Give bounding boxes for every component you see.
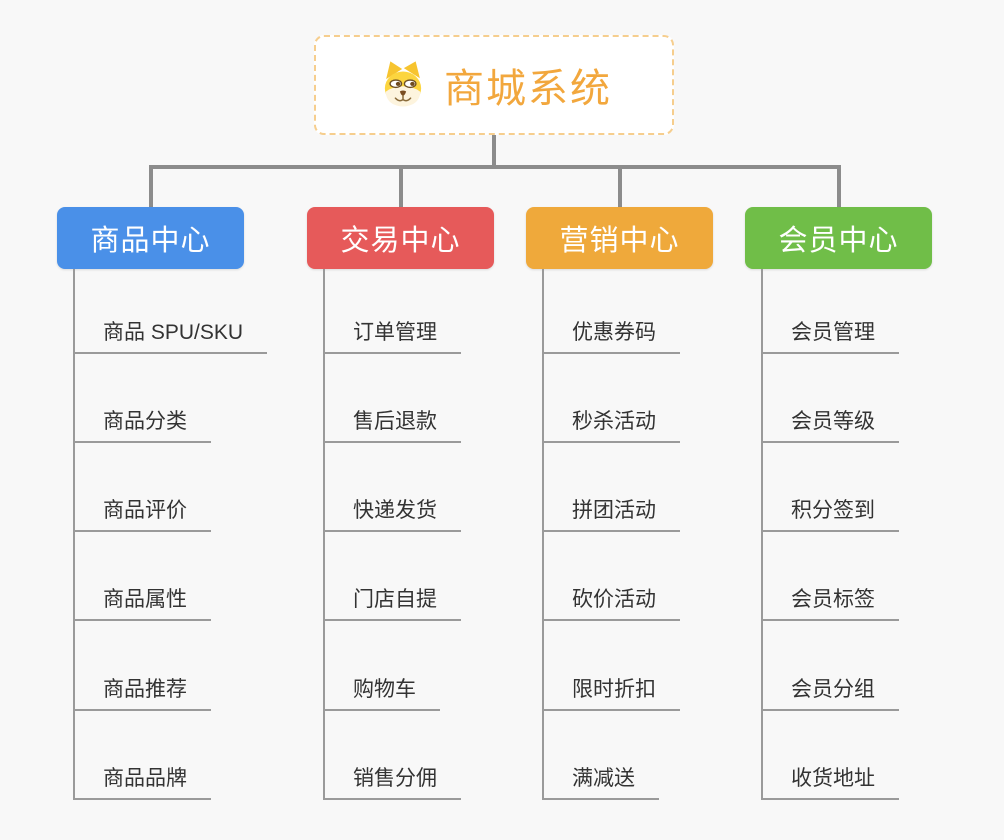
branch-rail-marketing-center bbox=[542, 269, 544, 800]
child-node-trade-center-0[interactable]: 订单管理 bbox=[323, 314, 461, 354]
connector-branch-drop-marketing-center bbox=[617, 165, 622, 207]
child-node-marketing-center-1[interactable]: 秒杀活动 bbox=[542, 403, 680, 443]
connector-branch-drop-trade-center bbox=[398, 165, 403, 207]
connector-bus bbox=[148, 165, 841, 169]
child-node-trade-center-5[interactable]: 销售分佣 bbox=[323, 760, 461, 800]
branch-header-member-center[interactable]: 会员中心 bbox=[745, 207, 932, 269]
root-title: 商城系统 bbox=[444, 67, 612, 111]
child-node-product-center-4[interactable]: 商品推荐 bbox=[73, 671, 211, 711]
child-node-member-center-5[interactable]: 收货地址 bbox=[761, 760, 899, 800]
child-node-marketing-center-2[interactable]: 拼团活动 bbox=[542, 492, 680, 532]
child-node-member-center-1[interactable]: 会员等级 bbox=[761, 403, 899, 443]
child-node-member-center-3[interactable]: 会员标签 bbox=[761, 581, 899, 621]
child-node-member-center-0[interactable]: 会员管理 bbox=[761, 314, 899, 354]
child-node-marketing-center-4[interactable]: 限时折扣 bbox=[542, 671, 680, 711]
child-node-product-center-2[interactable]: 商品评价 bbox=[73, 492, 211, 532]
branch-rail-trade-center bbox=[323, 269, 325, 800]
branch-header-marketing-center[interactable]: 营销中心 bbox=[526, 207, 713, 269]
child-node-member-center-2[interactable]: 积分签到 bbox=[761, 492, 899, 532]
dog-face-icon bbox=[376, 58, 430, 112]
root-node[interactable]: 商城系统 bbox=[314, 35, 674, 135]
branch-header-product-center[interactable]: 商品中心 bbox=[57, 207, 244, 269]
child-node-trade-center-1[interactable]: 售后退款 bbox=[323, 403, 461, 443]
child-node-trade-center-2[interactable]: 快递发货 bbox=[323, 492, 461, 532]
child-node-marketing-center-0[interactable]: 优惠券码 bbox=[542, 314, 680, 354]
connector-root-drop bbox=[492, 135, 496, 169]
child-node-product-center-0[interactable]: 商品 SPU/SKU bbox=[73, 314, 268, 354]
child-node-product-center-1[interactable]: 商品分类 bbox=[73, 403, 211, 443]
child-node-member-center-4[interactable]: 会员分组 bbox=[761, 671, 899, 711]
child-node-marketing-center-5[interactable]: 满减送 bbox=[542, 760, 659, 800]
connector-branch-drop-product-center bbox=[148, 165, 153, 207]
branch-header-trade-center[interactable]: 交易中心 bbox=[307, 207, 494, 269]
child-node-trade-center-3[interactable]: 门店自提 bbox=[323, 581, 461, 621]
child-node-marketing-center-3[interactable]: 砍价活动 bbox=[542, 581, 680, 621]
connector-branch-drop-member-center bbox=[836, 165, 841, 207]
child-node-product-center-5[interactable]: 商品品牌 bbox=[73, 760, 211, 800]
branch-rail-product-center bbox=[73, 269, 75, 800]
branch-rail-member-center bbox=[761, 269, 763, 800]
child-node-trade-center-4[interactable]: 购物车 bbox=[323, 671, 440, 711]
child-node-product-center-3[interactable]: 商品属性 bbox=[73, 581, 211, 621]
